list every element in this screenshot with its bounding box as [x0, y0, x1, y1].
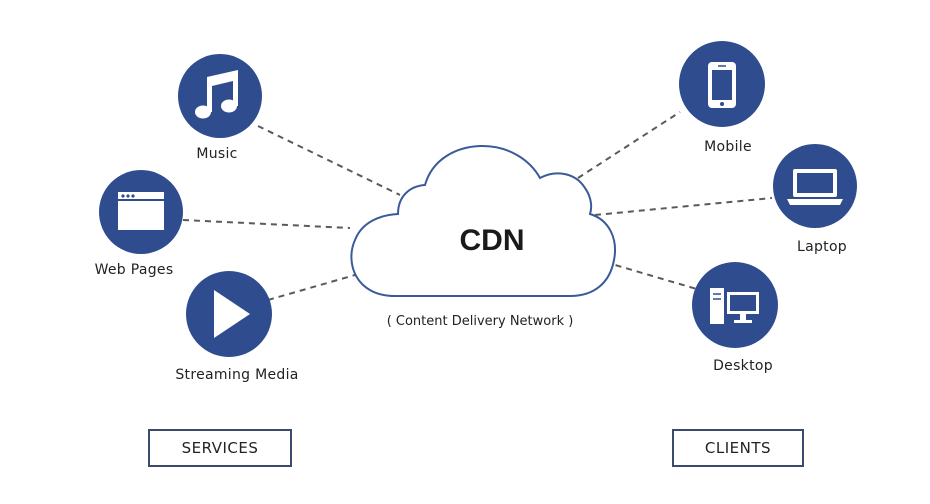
play-icon — [214, 290, 250, 338]
cdn-title: CDN — [459, 224, 525, 257]
cdn-cloud — [350, 144, 616, 297]
music-node — [178, 54, 262, 138]
music-label: Music — [196, 146, 238, 162]
connector-laptop — [594, 197, 773, 216]
web-page-icon — [118, 192, 164, 230]
mobile-phone-icon — [708, 62, 736, 108]
connector-streaming-media — [267, 274, 356, 301]
web-pages-label: Web Pages — [94, 262, 174, 278]
connector-music — [257, 125, 401, 196]
connector-mobile — [577, 111, 681, 179]
streaming-media-label: Streaming Media — [175, 367, 299, 383]
laptop-label: Laptop — [796, 239, 848, 255]
desktop-label: Desktop — [713, 358, 773, 374]
connector-web-pages — [182, 219, 351, 229]
mobile-label: Mobile — [704, 139, 752, 155]
music-note-icon — [195, 70, 238, 119]
services-heading: SERVICES — [148, 429, 292, 467]
cdn-subtitle: ( Content Delivery Network ) — [386, 314, 574, 329]
desktop-computer-icon — [710, 288, 759, 324]
laptop-icon — [787, 169, 843, 205]
clients-heading: CLIENTS — [672, 429, 804, 467]
connector-desktop — [604, 261, 701, 291]
